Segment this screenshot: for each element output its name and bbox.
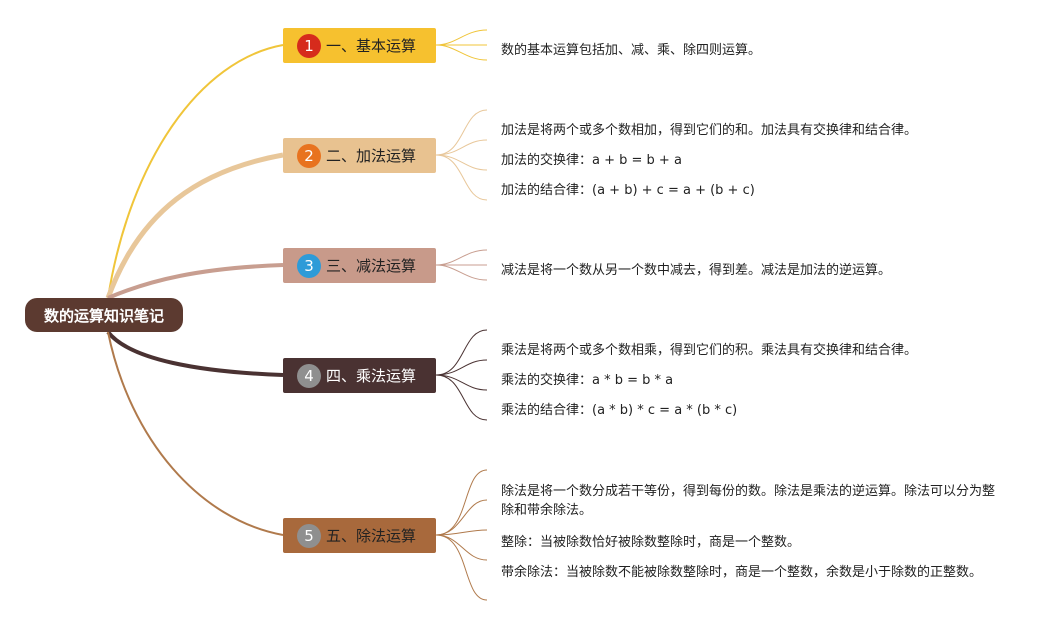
root-link-1 bbox=[107, 44, 284, 299]
leaf-link-2-1 bbox=[435, 109, 488, 156]
leaf-text: 加法的结合律：(a + b) + c = a + (b + c) bbox=[501, 183, 755, 198]
leaf-text: 乘法是将两个或多个数相乘，得到它们的积。乘法具有交换律和结合律。 bbox=[501, 343, 918, 358]
leaf-link-4-1 bbox=[435, 329, 488, 376]
branch-node-addition[interactable]: 2 二、加法运算 bbox=[283, 138, 436, 173]
leaf-link-1-3 bbox=[435, 44, 488, 61]
leaf-link-2-2 bbox=[435, 139, 488, 156]
leaf-text: 整除：当被除数恰好被除数整除时，商是一个整数。 bbox=[501, 535, 801, 550]
root-link-3 bbox=[107, 263, 284, 300]
number-4-icon: 4 bbox=[297, 363, 321, 388]
branch-node-division[interactable]: 5 五、除法运算 bbox=[283, 518, 436, 553]
branch-label: 四、乘法运算 bbox=[326, 367, 417, 385]
branch-node-multiplication[interactable]: 4 四、乘法运算 bbox=[283, 358, 436, 393]
leaf-text: 带余除法：当被除数不能被除数整除时，商是一个整数，余数是小于除数的正整数。 bbox=[501, 565, 983, 580]
root-link-2 bbox=[105, 152, 284, 299]
leaf-link-5-2 bbox=[435, 499, 488, 536]
branch-label: 二、加法运算 bbox=[326, 147, 417, 165]
leaf-link-4-4 bbox=[435, 374, 488, 421]
branch-node-basic-operations[interactable]: 1 一、基本运算 bbox=[283, 28, 436, 63]
root-label: 数的运算知识笔记 bbox=[43, 306, 164, 325]
leaf-link-3-1 bbox=[435, 249, 488, 266]
root-link-4 bbox=[106, 330, 284, 377]
branch-label: 一、基本运算 bbox=[326, 37, 417, 55]
branch-label: 三、减法运算 bbox=[326, 257, 417, 275]
root-link-5 bbox=[107, 331, 284, 536]
leaf-text: 乘法的结合律：(a * b) * c = a * (b * c) bbox=[501, 403, 738, 418]
leaf-link-5-4 bbox=[435, 534, 488, 561]
number-5-icon: 5 bbox=[297, 523, 321, 548]
leaf-text: 加法的交换律：a + b = b + a bbox=[501, 153, 682, 168]
leaf-text: 乘法的交换律：a * b = b * a bbox=[501, 373, 674, 388]
number-1-icon: 1 bbox=[297, 33, 321, 58]
number-2-icon: 2 bbox=[297, 143, 321, 168]
leaf-link-5-5 bbox=[435, 534, 488, 601]
leaf-link-2-4 bbox=[435, 154, 488, 201]
leaf-link-3-3 bbox=[435, 264, 488, 281]
leaf-link-1-1 bbox=[435, 29, 488, 46]
branch-node-subtraction[interactable]: 3 三、减法运算 bbox=[283, 248, 436, 283]
leaf-link-4-2 bbox=[435, 359, 488, 376]
leaf-link-5-3 bbox=[435, 529, 488, 536]
leaf-text: 加法是将两个或多个数相加，得到它们的和。加法具有交换律和结合律。 bbox=[501, 123, 918, 138]
leaf-text: 数的基本运算包括加、减、乘、除四则运算。 bbox=[501, 43, 762, 58]
leaf-link-5-1 bbox=[435, 469, 488, 536]
root-node[interactable]: 数的运算知识笔记 bbox=[25, 298, 183, 332]
leaf-link-2-3 bbox=[435, 154, 488, 171]
leaf-text: 减法是将一个数从另一个数中减去，得到差。减法是加法的逆运算。 bbox=[501, 263, 892, 278]
branch-label: 五、除法运算 bbox=[326, 527, 417, 545]
leaf-text: 除法是将一个数分成若干等份，得到每份的数。除法是乘法的逆运算。除法可以分为整除和… bbox=[501, 484, 996, 518]
number-3-icon: 3 bbox=[297, 253, 321, 278]
leaf-link-4-3 bbox=[435, 374, 488, 391]
